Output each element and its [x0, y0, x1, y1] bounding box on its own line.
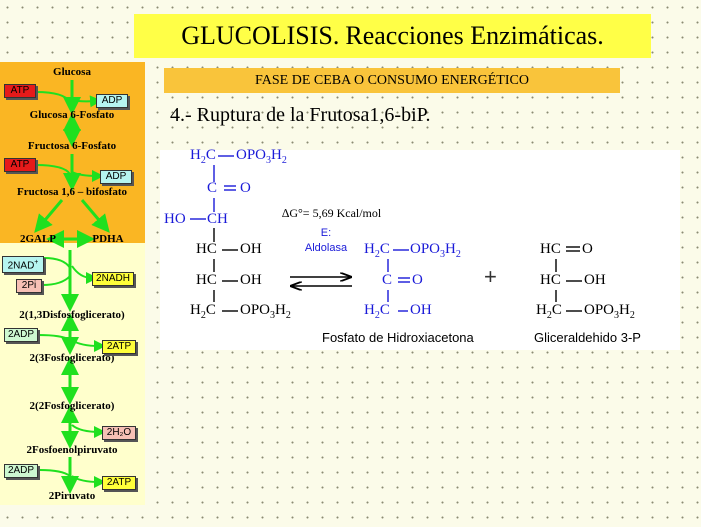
metabolite-f6p: Fructosa 6-Fosfato	[27, 140, 117, 152]
cofactor-atp-2: ATP	[4, 158, 36, 172]
dhap-c2: C	[382, 272, 393, 288]
gap-opo3h2: OPO3H2	[584, 302, 635, 321]
gap-hc2: HC	[540, 272, 561, 288]
step-label: 4.- Ruptura de la Frutosa1,6-biP.	[170, 104, 431, 126]
plus-sign: +	[484, 264, 497, 289]
fbp-oh4: OH	[240, 241, 262, 257]
metabolite-3pg: 2(3Fosfoglicerato)	[29, 352, 115, 364]
dhap-o2: O	[412, 272, 423, 288]
fbp-bonds-black	[213, 228, 238, 312]
cofactor-adp-2: ADP	[100, 170, 132, 184]
fbp-opo3h2-6: OPO3H2	[240, 302, 291, 321]
fbp-hc5: HC	[196, 272, 217, 288]
fbp-bonds-blue	[190, 155, 236, 220]
fbp-oh5: OH	[240, 272, 262, 288]
dhap-c1: H2C	[364, 241, 390, 260]
cofactor-adp-1: ADP	[96, 94, 128, 108]
fbp-c2: C	[207, 180, 218, 196]
arrow-atp3	[71, 339, 106, 352]
fbp-hc4: HC	[196, 241, 217, 257]
metabolite-piruvato: 2Piruvato	[48, 490, 96, 502]
arrow-pi	[41, 275, 71, 286]
fbp-ho3: HO	[164, 211, 186, 227]
dhap-oh: OH	[410, 302, 432, 318]
cofactor-nadh: 2NADH	[92, 272, 134, 286]
metabolite-glucosa: Glucosa	[53, 66, 91, 78]
arrow-atp2	[35, 164, 71, 175]
metabolite-bpg: 2(1,3Disfosfoglicerato)	[19, 309, 125, 321]
cofactor-adp-4: 2ADP	[4, 464, 38, 478]
gap-hc1: HC	[540, 241, 561, 257]
fbp-c1: H2C	[190, 147, 216, 166]
dhap-bonds	[387, 249, 410, 312]
cofactor-pi: 2Pi	[16, 279, 42, 293]
fbp-ch3: CH	[207, 211, 228, 227]
dhap-c3: H2C	[364, 302, 390, 321]
arrow-f16bp-dhap	[80, 199, 110, 233]
arrow-nadh	[71, 265, 98, 284]
cofactor-nad: 2NAD+	[2, 256, 44, 274]
dhap-opo3h2: OPO3H2	[410, 241, 461, 260]
arrow-adp1	[71, 95, 102, 108]
arrow-atp1	[35, 91, 71, 103]
metabolite-dhap: PDHA	[92, 233, 124, 245]
fbp-c6: H2C	[190, 302, 216, 321]
arrow-nad	[43, 257, 71, 269]
cofactor-atp-1: ATP	[4, 84, 36, 98]
cofactor-atp-4: 2ATP	[102, 476, 136, 490]
phase-label: FASE DE CEBA O CONSUMO ENERGÉTICO	[255, 72, 529, 88]
reaction-panel	[160, 150, 680, 350]
arrow-f16bp-galp	[34, 199, 64, 233]
enzyme-name: Aldolasa	[304, 242, 348, 254]
delta-g-label: ∆G°= 5,69 Kcal/mol	[282, 206, 382, 220]
fbp-o2: O	[240, 180, 251, 196]
metabolite-2pg: 2(2Fosfoglicerato)	[29, 400, 115, 412]
product2-name: Gliceraldehido 3-P	[534, 330, 641, 345]
arrow-adp3	[37, 334, 71, 341]
fbp-opo3h2-1: OPO3H2	[236, 147, 287, 166]
metabolite-galp: 2GALP	[19, 233, 57, 245]
arrow-adp2	[71, 169, 104, 182]
title-main: GLUCOLISIS.	[181, 21, 340, 50]
gap-oh2: OH	[584, 272, 606, 288]
title-bar: GLUCOLISIS. Reacciones Enzimáticas.	[134, 14, 651, 58]
cofactor-h2o: 2H₂O	[102, 426, 136, 440]
enzyme-e: E:	[320, 227, 332, 239]
arrow-h2o	[71, 424, 106, 438]
phase-banner: FASE DE CEBA O CONSUMO ENERGÉTICO	[164, 68, 620, 93]
product1-name: Fosfato de Hidroxiacetona	[322, 330, 474, 345]
gap-bonds	[555, 246, 582, 312]
arrow-atp4	[71, 475, 106, 488]
nad-charge: +	[34, 259, 39, 266]
cofactor-adp-3: 2ADP	[4, 328, 38, 342]
title-sub: Reacciones Enzimáticas.	[345, 21, 604, 50]
gap-o1: O	[582, 241, 593, 257]
metabolite-pep: 2Fosfoenolpiruvato	[26, 444, 118, 456]
metabolite-g6p: Glucosa 6-Fosfato	[29, 109, 115, 121]
enzyme-label: E: Aldolasa	[296, 226, 356, 256]
nad-text: 2NAD	[7, 260, 35, 272]
arrow-adp4	[39, 469, 71, 477]
gap-c3: H2C	[536, 302, 562, 321]
metabolite-f16bp: Fructosa 1,6 – bifosfato	[17, 186, 127, 198]
cofactor-atp-3: 2ATP	[102, 340, 136, 354]
